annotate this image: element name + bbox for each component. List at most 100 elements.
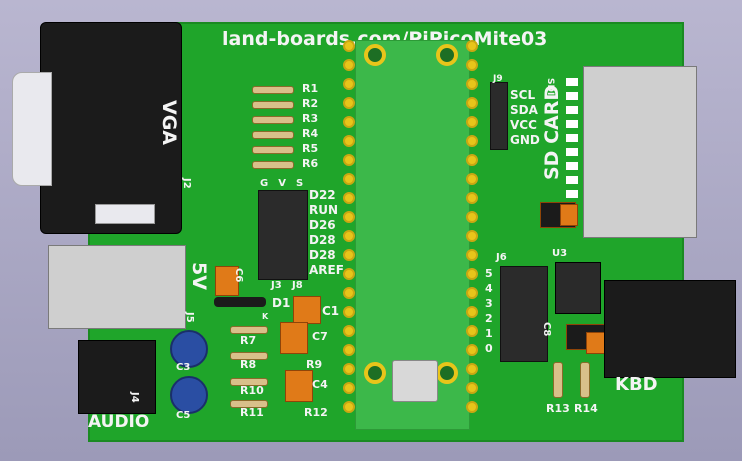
- j6-label: J6: [496, 252, 507, 263]
- resistor-label: R12: [304, 406, 328, 419]
- j5-label: J5: [184, 312, 195, 323]
- c1-label: C1: [322, 304, 340, 318]
- resistor-label: R5: [302, 142, 319, 155]
- vga-mounting-bracket: [95, 204, 155, 224]
- d1-label: D1: [272, 296, 291, 310]
- r14-label: R14: [574, 402, 598, 415]
- u3-label: U3: [552, 248, 568, 259]
- resistor: [252, 161, 294, 169]
- resistor-array-bottom: R7 C7 R8 R9 R10 C4 R11 R12: [224, 322, 344, 422]
- signal-label: RUN: [309, 203, 339, 217]
- sd-card-socket: [583, 66, 697, 238]
- k-label: K: [262, 312, 269, 321]
- resistor: [230, 400, 268, 408]
- resistor-label: R6: [302, 157, 319, 170]
- resistor: [252, 131, 294, 139]
- signal-label: D26: [309, 218, 336, 232]
- resistor-label: R7: [240, 334, 257, 347]
- j3-j8-header: [258, 190, 308, 280]
- resistor-label: R4: [302, 127, 319, 140]
- capacitor-c7: [280, 322, 308, 354]
- j9-label: J9: [493, 74, 503, 84]
- j3-label: J3: [271, 280, 282, 291]
- mounting-hole: [364, 362, 386, 384]
- signal-label: 5: [485, 267, 493, 280]
- resistor-label: R8: [240, 358, 257, 371]
- resistor-label: R9: [306, 358, 323, 371]
- resistor-label: R1: [302, 82, 319, 95]
- usb-connector: [392, 360, 438, 402]
- col-label: G: [260, 178, 279, 189]
- capacitor-c4: [285, 370, 313, 402]
- sd-card-pins: [566, 78, 578, 198]
- gnd-label: GND: [510, 133, 540, 147]
- resistor: [252, 116, 294, 124]
- power-jack: [48, 245, 186, 329]
- c3-label: C3: [176, 362, 191, 373]
- keyboard-connector: [604, 280, 736, 378]
- j2-label: J2: [181, 178, 192, 189]
- resistor-label: R11: [240, 406, 264, 419]
- signal-label: 2: [485, 312, 493, 325]
- signal-label: 1: [485, 327, 493, 340]
- resistor: [230, 326, 268, 334]
- signal-label: D28: [309, 248, 336, 262]
- pico-pin-column-right: [466, 40, 480, 428]
- pico-pin-column-left: [343, 40, 357, 428]
- j4-label: J4: [129, 392, 140, 403]
- kbd-label: KBD: [615, 374, 658, 395]
- col-label: V: [278, 178, 296, 189]
- resistor: [252, 146, 294, 154]
- i2c-labels: SCL SDA VCC GND: [510, 88, 540, 148]
- mounting-hole: [436, 44, 458, 66]
- capacitor-c3: [170, 330, 208, 368]
- audio-label: AUDIO: [88, 412, 150, 432]
- resistor-r13: [553, 362, 563, 398]
- c8-label: C8: [541, 322, 552, 337]
- sdi-label: SDI: [545, 78, 555, 96]
- resistor: [252, 101, 294, 109]
- resistor-label: C7: [312, 330, 328, 343]
- capacitor-c6: [215, 266, 239, 296]
- five-v-label: 5V: [188, 262, 210, 290]
- signal-label: 3: [485, 297, 493, 310]
- signal-label: AREF: [309, 263, 344, 277]
- c6-label: C6: [233, 268, 244, 283]
- header-column-labels: GVS: [260, 178, 313, 189]
- header-signal-labels: D22 RUN D26 D28 D28 AREF: [309, 188, 344, 278]
- resistor-array-top: R1 R2 R3 R4 R5 R6: [240, 82, 340, 174]
- scl-label: SCL: [510, 88, 536, 102]
- signal-label: 4: [485, 282, 493, 295]
- resistor-r14: [580, 362, 590, 398]
- mounting-hole: [364, 44, 386, 66]
- j6-signal-labels: 5 4 3 2 1 0: [485, 266, 493, 356]
- signal-label: D28: [309, 233, 336, 247]
- c5-label: C5: [176, 410, 191, 421]
- resistor-label: R10: [240, 384, 264, 397]
- resistor: [230, 378, 268, 386]
- signal-label: D22: [309, 188, 336, 202]
- diode-d1: [214, 297, 266, 307]
- vga-label: VGA: [158, 100, 180, 146]
- j6-header: [500, 266, 548, 362]
- vcc-label: VCC: [510, 118, 537, 132]
- sda-label: SDA: [510, 103, 538, 117]
- vga-connector-shell: [12, 72, 52, 186]
- audio-jack: [78, 340, 156, 414]
- ic-u3: [555, 262, 601, 314]
- capacitor-c1: [293, 296, 321, 324]
- signal-label: 0: [485, 342, 493, 355]
- resistor: [252, 86, 294, 94]
- col-label: S: [295, 178, 314, 189]
- j8-label: J8: [292, 280, 303, 291]
- resistor-label: C4: [312, 378, 328, 391]
- resistor-label: R3: [302, 112, 319, 125]
- sd-card-label: SD CARD: [541, 84, 563, 180]
- mounting-hole: [436, 362, 458, 384]
- r13-label: R13: [546, 402, 570, 415]
- j9-header: [490, 82, 508, 150]
- resistor-label: R2: [302, 97, 319, 110]
- resistor: [230, 352, 268, 360]
- capacitor-c5: [170, 376, 208, 414]
- sd-card-cap: [560, 204, 578, 226]
